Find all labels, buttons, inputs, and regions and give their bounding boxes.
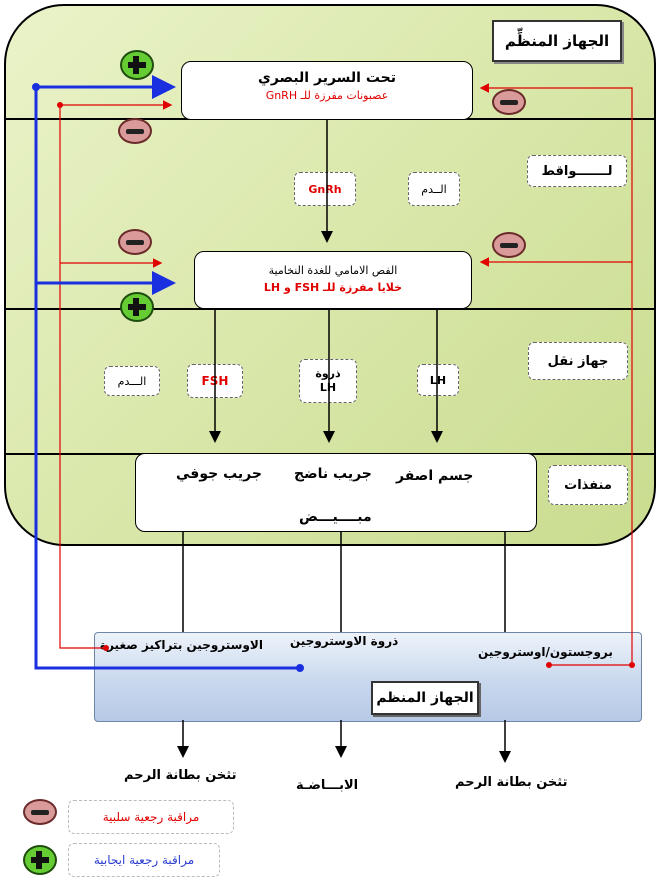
transport-label: جهاز نقل [528,342,628,380]
regulated-system-label: الجهاز المنظم [371,681,479,715]
messengers-text: لـــــــواقط [541,163,613,179]
negative-feedback-icon [118,229,152,255]
mature-follicle-text: جريب ناضج [294,466,372,482]
transport-text: جهاز نقل [547,353,609,369]
pituitary-box: الفص الامامي للغدة النخامية خلايا مفرزة … [194,251,472,309]
peak-lh-text: ذروة LH [315,367,341,394]
negative-feedback-icon [492,89,526,115]
positive-feedback-icon [23,845,57,875]
peak-estrogen-text: ذروة الاوستروجين [290,634,399,648]
outcome-middle-text: الابـــاضـة [296,778,359,793]
ovary-title: مبــــيـــض [299,509,372,525]
lh-text: LH [429,373,447,387]
outcome-right-text: تثخن بطانة الرحم [455,775,568,790]
corpus-luteum-text: جسم اصفر [396,468,474,484]
blood-label: الــدم [408,172,460,206]
messengers-label: لـــــــواقط [527,155,627,187]
legend-negative-text: مراقبة رجعية سلبية [102,810,200,824]
regulator-title: الجهاز المنظِّم [504,32,610,50]
lh-label: LH [417,364,459,396]
legend-positive-text: مراقبة رجعية ايجابية [93,853,195,867]
pituitary-line2: خلايا مفرزة للـ FSH و LH [263,281,403,294]
gnrh-text: GnRh [308,182,342,196]
pituitary-line1: الفص الامامي للغدة النخامية [268,264,398,277]
blood-label: الـــدم [104,366,160,396]
positive-feedback-icon [120,50,154,80]
regulator-title-box: الجهاز المنظِّم [492,20,622,62]
negative-feedback-icon [118,118,152,144]
blood-text: الـــدم [117,374,147,388]
low-estrogen-text: الاوستروجين بتراكيز صغيرة [100,638,263,652]
positive-feedback-icon [120,292,154,322]
hypothalamus-box: تحت السرير البصري عصبونات مفرزة للـ GnRH [181,61,473,120]
regulated-system-text: الجهاز المنظم [376,690,474,706]
effectors-text: منفذات [564,477,612,493]
legend-negative: مراقبة رجعية سلبية [68,800,234,834]
regulated-system-box [94,632,642,722]
separator-line [4,308,656,310]
cavity-follicle-text: جريب جوفي [176,466,262,482]
peak-lh-label: ذروة LH [299,359,357,403]
blood-text: الــدم [421,182,447,196]
ovary-box: جسم اصفر جريب ناضج جريب جوفي مبــــيـــض [135,453,537,532]
negative-feedback-icon [23,799,57,825]
outcome-left-text: تثخن بطانة الرحم [124,768,237,783]
negative-feedback-icon [492,232,526,258]
prog-estrogen-text: بروجستون/اوستروجين [478,645,613,659]
effectors-label: منفذات [548,465,628,505]
hypothalamus-subtitle: عصبونات مفرزة للـ GnRH [265,89,389,102]
legend-positive: مراقبة رجعية ايجابية [68,843,220,877]
hypothalamus-title: تحت السرير البصري [258,70,396,86]
gnrh-label: GnRh [294,172,356,206]
